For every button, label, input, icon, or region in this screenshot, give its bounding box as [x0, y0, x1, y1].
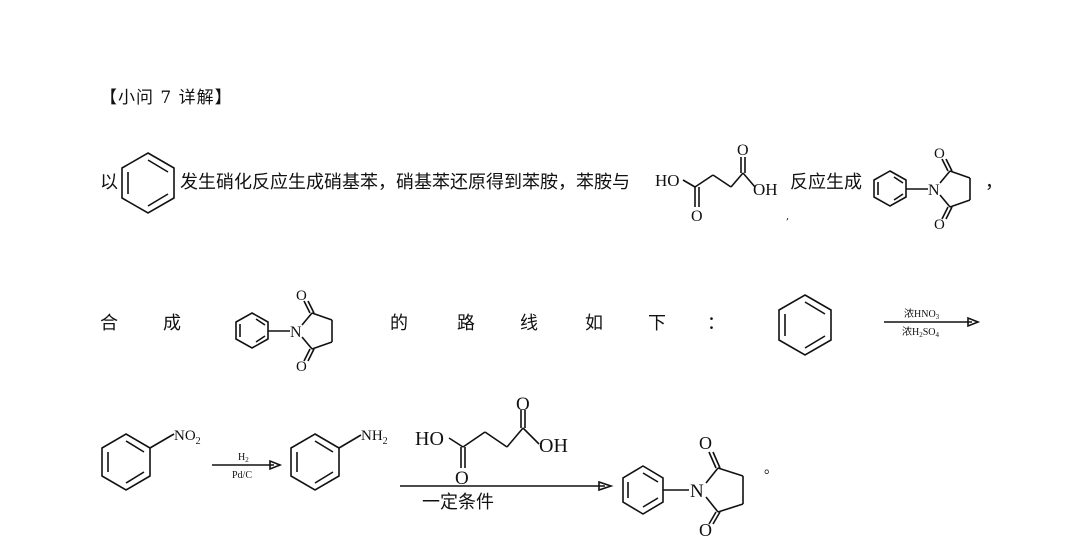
line1-prefix: 以 [100, 172, 118, 193]
benzene-structure [121, 152, 175, 214]
succinic-acid-structure: HO O O OH [415, 394, 568, 489]
benzene-structure [778, 294, 832, 356]
svg-text:NO2: NO2 [174, 428, 201, 447]
line2-char: 的 [390, 313, 408, 334]
end-mark: 。 [764, 461, 778, 477]
label-O: O [737, 142, 749, 159]
label-O: O [296, 359, 307, 375]
line2-char: 线 [520, 313, 538, 334]
label-O: O [455, 468, 469, 489]
reagent-hno3: 浓HNO [904, 308, 936, 320]
label-O: O [934, 146, 945, 162]
label-NH2: NH [361, 428, 383, 444]
line2-char: 下 [648, 313, 666, 334]
line2-char: 路 [457, 313, 475, 334]
label-OH: OH [539, 435, 568, 457]
svg-text:浓H2SO4: 浓H2SO4 [902, 326, 940, 339]
line1-text-a: 发生硝化反应生成硝基苯，硝基苯还原得到苯胺，苯胺与 [180, 172, 630, 193]
line1-end-comma: ， [985, 172, 1003, 193]
line2-char: ： [707, 313, 725, 334]
label-O: O [699, 433, 712, 453]
reaction-arrow-condensation [400, 480, 614, 492]
line1-text-b: 反应生成 [790, 172, 862, 193]
reagent-h2so4: 浓H [902, 326, 919, 338]
line2-char: 成 [163, 313, 181, 334]
reagent-pdc: Pd/C [232, 470, 252, 481]
label-O: O [516, 394, 530, 415]
reagent-h2: H [238, 452, 245, 463]
label-OH: OH [753, 180, 778, 199]
label-O: O [934, 217, 945, 233]
line2-char: 如 [585, 313, 603, 334]
svg-text:浓HNO3: 浓HNO3 [904, 308, 940, 321]
label-N: N [690, 481, 704, 502]
label-O: O [699, 520, 712, 540]
reaction-arrow-reduction: H2 Pd/C [212, 452, 283, 481]
nitrobenzene-structure: NO2 [101, 428, 201, 491]
section-heading: 【小问 7 详解】 [100, 88, 233, 108]
label-HO: HO [655, 171, 680, 190]
label-O: O [296, 288, 307, 304]
label-O: O [691, 208, 703, 225]
succinic-acid-structure: HO O O OH [655, 142, 778, 225]
label-NO2: NO [174, 428, 196, 444]
n-phenylsuccinimide-structure: N O O [873, 146, 971, 233]
line2-char: 合 [100, 313, 118, 334]
small-comma: , [786, 211, 790, 222]
aniline-structure: NH2 [290, 428, 388, 491]
label-N: N [290, 324, 302, 341]
n-phenylsuccinimide-structure: N O O [235, 288, 333, 375]
n-phenylsuccinimide-product: N O O [622, 433, 744, 540]
reaction-arrow-nitration: 浓HNO3 浓H2SO4 [884, 308, 981, 339]
reagent-conditions: 一定条件 [422, 492, 494, 513]
label-HO: HO [415, 428, 444, 450]
svg-text:NH2: NH2 [361, 428, 388, 447]
label-N: N [928, 182, 940, 199]
svg-text:H2: H2 [238, 452, 249, 464]
